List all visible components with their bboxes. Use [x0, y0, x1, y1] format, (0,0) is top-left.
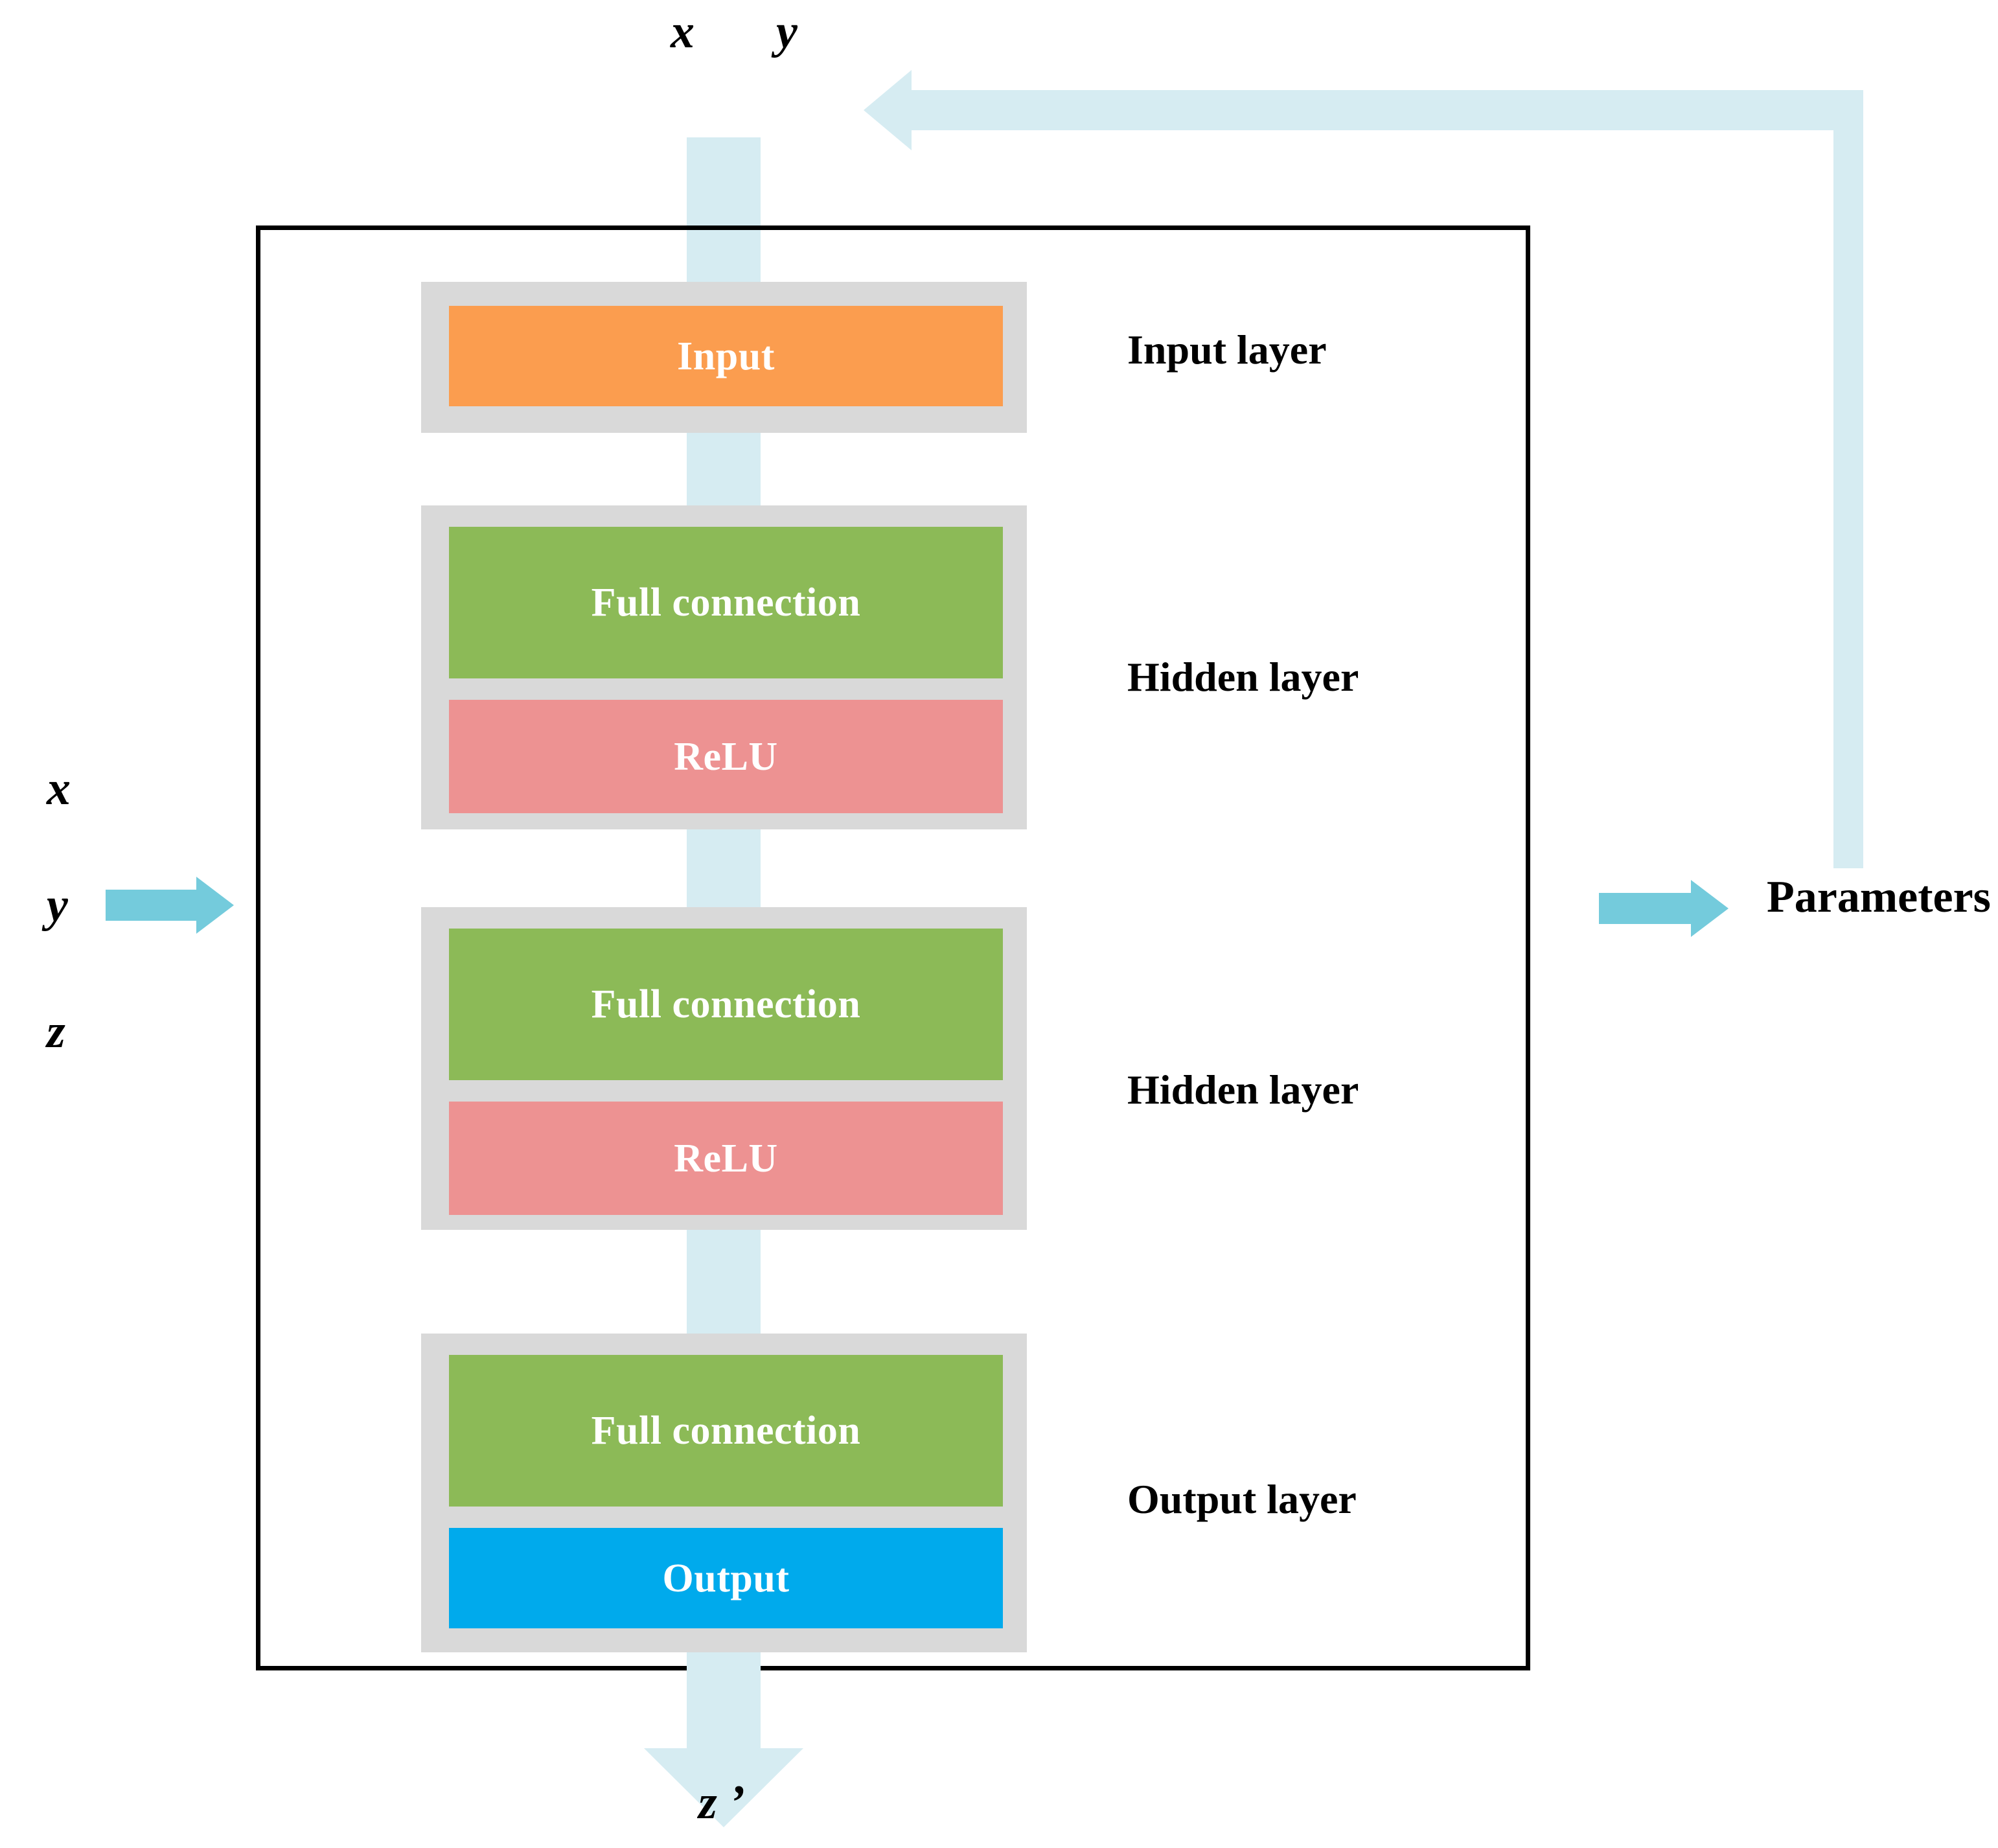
layer-group-input: Input — [421, 282, 1027, 433]
output-variable-z-prime: z ’ — [698, 1776, 745, 1829]
caption-output-layer: Output layer — [1127, 1476, 1357, 1522]
input-variable-x: x — [47, 762, 71, 815]
layer-group-hidden-1: Full connection ReLU — [421, 505, 1027, 829]
input-variable-z: z — [47, 1005, 65, 1058]
flow-band-into-input — [687, 137, 761, 306]
parameters-label: Parameters — [1767, 872, 1991, 922]
chip-full-connection-hidden-1[interactable]: Full connection — [449, 527, 1003, 678]
chip-full-connection-hidden-2[interactable]: Full connection — [449, 929, 1003, 1080]
caption-input-layer: Input layer — [1127, 327, 1327, 373]
top-label-x: x — [671, 5, 695, 58]
feedback-vertical-segment — [1833, 90, 1863, 868]
layer-group-output: Full connection Output — [421, 1334, 1027, 1652]
chip-relu-hidden-1[interactable]: ReLU — [449, 700, 1003, 813]
network-boundary-box — [256, 225, 1530, 1670]
input-variable-y: y — [47, 879, 68, 932]
input-arrow-shaft — [106, 890, 196, 921]
parameters-arrow-shaft — [1599, 893, 1691, 924]
feedback-arrow-head-icon — [864, 70, 912, 150]
top-label-y: y — [776, 5, 798, 58]
parameters-arrow-head-icon — [1691, 880, 1728, 937]
caption-hidden-layer-1: Hidden layer — [1127, 654, 1359, 700]
chip-output[interactable]: Output — [449, 1528, 1003, 1628]
chip-full-connection-output[interactable]: Full connection — [449, 1355, 1003, 1507]
chip-input[interactable]: Input — [449, 306, 1003, 406]
flow-band-out-of-output — [687, 1639, 761, 1756]
caption-hidden-layer-2: Hidden layer — [1127, 1067, 1359, 1113]
chip-relu-hidden-2[interactable]: ReLU — [449, 1102, 1003, 1215]
feedback-horizontal-segment — [910, 90, 1863, 130]
layer-group-hidden-2: Full connection ReLU — [421, 907, 1027, 1230]
input-arrow-head-icon — [196, 877, 234, 934]
output-arrow-head-icon — [644, 1748, 803, 1827]
